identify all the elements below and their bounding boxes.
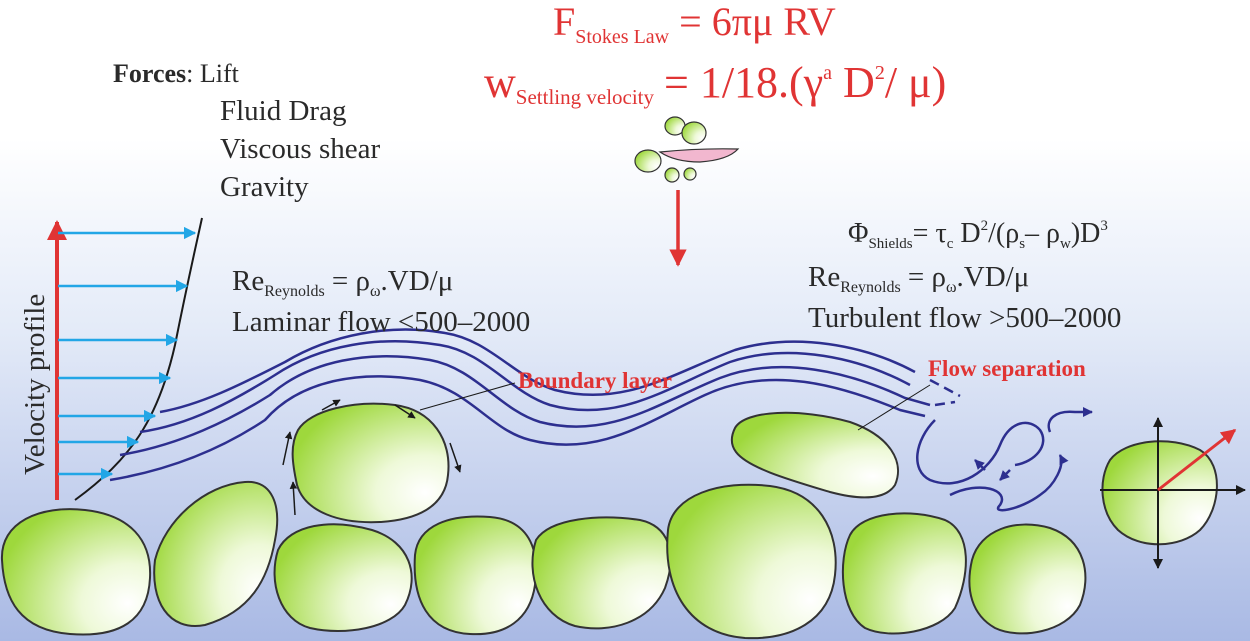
bed-grains	[0, 402, 1087, 640]
streamlines	[109, 328, 961, 482]
boundary-layer-leader	[419, 382, 516, 411]
turbulent-eddies	[916, 407, 1093, 512]
velocity-profile	[47, 217, 203, 501]
velocity-profile-label: Velocity profile	[19, 294, 51, 475]
force-item: Gravity	[220, 171, 309, 203]
shields-formula: ΦShields= τc D2/(ρs– ρw)D3	[848, 218, 1108, 252]
force-item: Lift	[200, 59, 240, 88]
flow-separation-label: Flow separation	[928, 356, 1086, 381]
turbulent-flow-regime: Turbulent flow >500–2000	[808, 302, 1121, 334]
force-item: Viscous shear	[220, 133, 380, 165]
flow-separation-leader	[857, 384, 931, 431]
boundary-layer-label: Boundary layer	[518, 368, 672, 393]
stokes-law-formula: FStokes Law= 6πμ RV	[553, 0, 836, 48]
settling-particles	[634, 116, 740, 183]
flow-arrows	[282, 399, 462, 516]
force-item: Fluid Drag	[220, 95, 346, 127]
reynolds-formula-laminar: ReReynolds = ρω.VD/μ	[232, 265, 453, 300]
reynolds-formula-turbulent: ReReynolds = ρω.VD/μ	[808, 261, 1029, 296]
settling-velocity-formula: wSettling velocity= 1/18.(γa D2/ μ)	[484, 58, 946, 109]
force-resolution-grain	[1100, 417, 1246, 569]
laminar-flow-regime: Laminar flow <500–2000	[232, 306, 530, 338]
forces-title: Forces: Lift	[113, 59, 240, 88]
